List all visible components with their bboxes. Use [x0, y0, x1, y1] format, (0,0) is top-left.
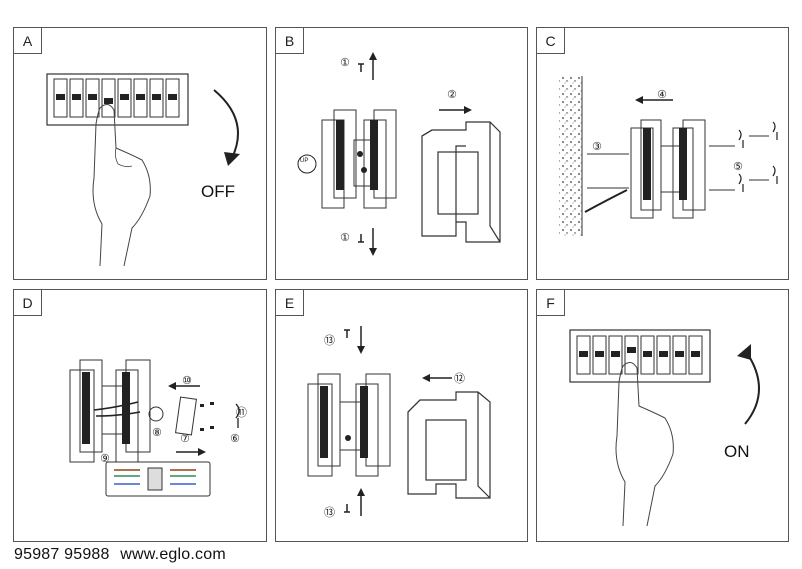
step-2: ② [447, 88, 457, 101]
panel-label: B [276, 28, 304, 54]
wiring-illustration [69, 359, 240, 497]
step-3: ③ [592, 140, 602, 153]
off-label: OFF [201, 182, 235, 201]
panel-label: E [276, 290, 304, 316]
panel-label: F [537, 290, 565, 316]
on-label: ON [724, 442, 750, 461]
footer: 95987 95988 www.eglo.com [14, 546, 232, 564]
step-13-top: ⑬ [324, 334, 335, 347]
panel-a: A OFF [13, 27, 267, 280]
step-10: ⑩ [182, 374, 192, 387]
breaker-off-illustration [46, 73, 240, 267]
step-1-top: ① [340, 56, 350, 69]
step-9: ⑨ [100, 452, 110, 465]
step-12: ⑫ [454, 372, 465, 385]
panel-label: A [14, 28, 42, 54]
website-link[interactable]: www.eglo.com [120, 546, 226, 563]
step-8: ⑧ [152, 426, 162, 439]
step-5: ⑤ [733, 160, 743, 173]
step-6: ⑥ [230, 432, 240, 445]
panel-label: D [14, 290, 42, 316]
step-11: ⑪ [236, 406, 247, 419]
panel-e: E ⑬ ⑫ ⑬ [275, 289, 528, 542]
remove-cover-illustration [297, 52, 501, 256]
step-7: ⑦ [180, 432, 190, 445]
panel-f: F ON [536, 289, 789, 542]
step-4: ④ [657, 88, 667, 101]
up-badge: UP [300, 158, 309, 164]
model-numbers: 95987 95988 [14, 546, 110, 563]
wall-mount-illustration [559, 76, 778, 236]
step-1-bottom: ① [340, 231, 350, 244]
panel-d: D ⑩ ⑪ ⑧ ⑦ ⑥ ⑨ [13, 289, 267, 542]
breaker-on-illustration [569, 329, 760, 527]
panel-c: C ④ ③ ⑤ [536, 27, 789, 280]
panel-label: C [537, 28, 565, 54]
panel-b: B ① ② ① UP [275, 27, 528, 280]
step-13-bottom: ⑬ [324, 506, 335, 519]
reattach-cover-illustration [307, 326, 491, 516]
